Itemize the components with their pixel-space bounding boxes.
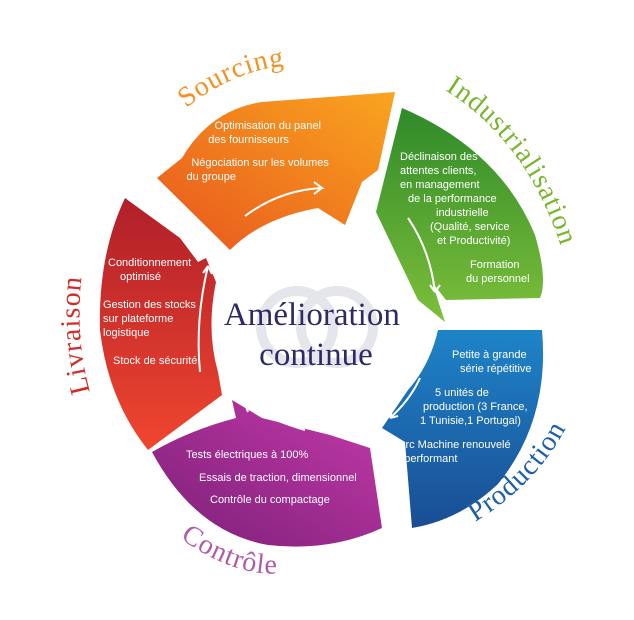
production-arrow-shape <box>382 330 544 528</box>
production-line-5: 1 Tunisie,1 Portugal) <box>420 415 521 427</box>
industrialisation-arrow-shape <box>376 108 544 322</box>
production-text: Petite à grande série répétitive 5 unité… <box>392 349 535 465</box>
production-line-6: Parc Machine renouvelé <box>392 439 511 451</box>
industrialisation-line-2: attentes clients, <box>400 165 476 177</box>
segment-industrialisation: Déclinaison des attentes clients, en man… <box>376 70 583 322</box>
production-line-2: série répétitive <box>460 363 532 375</box>
center-title: Amélioration continue <box>224 297 408 373</box>
sourcing-line-2: des fournisseurs <box>208 134 289 146</box>
segment-sourcing: Optimisation du panel des fournisseurs N… <box>157 42 395 250</box>
livraison-line-3: Gestion des stocks <box>103 299 196 311</box>
industrialisation-text: Déclinaison des attentes clients, en man… <box>400 151 530 285</box>
livraison-title: Livraison <box>55 274 96 397</box>
center-watermark-icon <box>256 286 378 368</box>
livraison-text: Conditionnement optimisé Gestion des sto… <box>103 257 199 367</box>
industrialisation-line-1: Déclinaison des <box>400 151 478 163</box>
controle-arrow-shape <box>152 400 382 547</box>
controle-text: Tests électriques à 100% Essais de tract… <box>186 449 360 506</box>
segment-livraison: Conditionnement optimisé Gestion des sto… <box>55 198 222 450</box>
production-line-7: et performant <box>392 453 457 465</box>
livraison-line-5: logistique <box>103 327 149 339</box>
industrialisation-line-3: en management <box>400 179 480 191</box>
livraison-line-1: Conditionnement <box>108 257 191 269</box>
industrialisation-line-5: industrielle <box>436 207 489 219</box>
controle-arrow-icon <box>243 401 306 431</box>
controle-line-1: Tests électriques à 100% <box>186 449 309 461</box>
sourcing-arrow-shape <box>157 92 395 250</box>
segment-controle: Tests électriques à 100% Essais de tract… <box>152 400 382 581</box>
sourcing-line-1: Optimisation du panel <box>215 120 321 132</box>
center-title-line-2: continue <box>259 337 373 373</box>
livraison-arrow-shape <box>99 198 222 450</box>
livraison-title-path: Livraison <box>55 274 95 397</box>
segment-production: Petite à grande série répétitive 5 unité… <box>382 330 571 528</box>
sourcing-arrow-icon <box>244 181 325 217</box>
controle-line-3: Contrôle du compactage <box>210 494 330 506</box>
production-line-1: Petite à grande <box>452 349 527 361</box>
livraison-arrow-icon <box>197 265 213 373</box>
sourcing-line-4: du groupe <box>186 171 236 183</box>
industrialisation-line-6: (Qualité, service <box>430 221 509 233</box>
livraison-line-4: sur plateforme <box>103 313 173 325</box>
industrialisation-line-8: Formation <box>470 259 520 271</box>
sourcing-line-3: Négociation sur les volumes <box>191 157 329 169</box>
production-arrow-icon <box>389 377 421 419</box>
controle-line-2: Essais de traction, dimensionnel <box>199 472 357 484</box>
industrialisation-line-9: du personnel <box>466 273 530 285</box>
industrialisation-line-4: de la performance <box>408 193 497 205</box>
livraison-line-6: Stock de sécurité <box>113 355 197 367</box>
industrialisation-line-7: et Productivité) <box>437 235 510 247</box>
sourcing-text: Optimisation du panel des fournisseurs N… <box>186 120 332 183</box>
center-title-line-1: Amélioration <box>224 297 400 333</box>
livraison-line-2: optimisé <box>120 271 161 283</box>
production-line-4: production (3 France, <box>423 401 528 413</box>
industrialisation-arrow-icon <box>407 217 441 293</box>
production-line-3: 5 unités de <box>435 387 489 399</box>
